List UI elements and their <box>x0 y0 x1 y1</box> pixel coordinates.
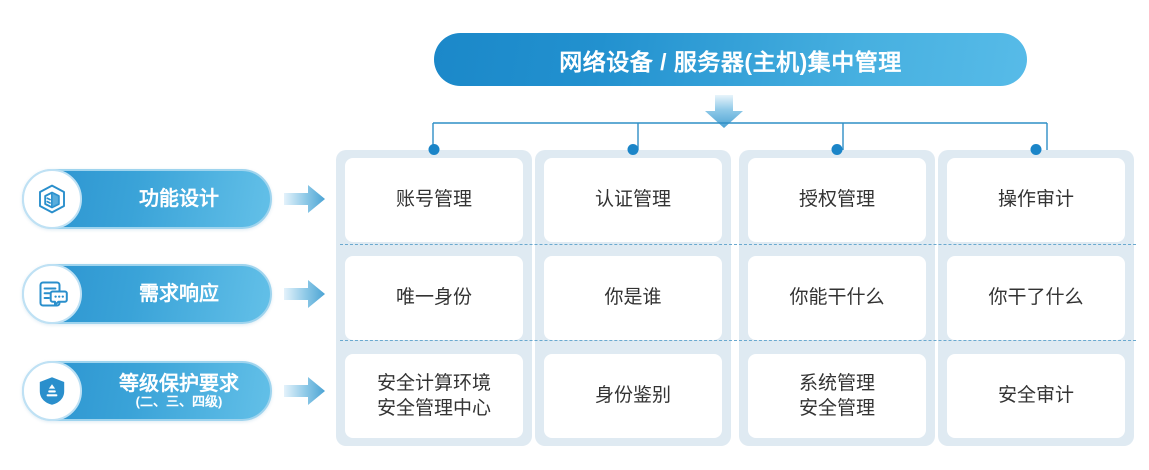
rail-row-demand-response[interactable]: 需求响应 <box>22 263 332 325</box>
matrix-column-authentication: 认证管理 你是谁 身份鉴别 <box>535 144 731 446</box>
rail-pill-text: 需求响应 <box>88 283 270 305</box>
matrix-cell[interactable]: 安全计算环境 安全管理中心 <box>345 354 523 438</box>
rail-pill[interactable]: 功能设计 <box>22 169 272 229</box>
rail-pill-text: 等级保护要求 (二、三、四级) <box>88 373 270 410</box>
matrix-group-gap <box>731 150 739 446</box>
connector-dot <box>1030 144 1042 155</box>
matrix-cell[interactable]: 你干了什么 <box>947 256 1125 340</box>
matrix-group-left: 账号管理 唯一身份 安全计算环境 安全管理中心 <box>336 144 731 446</box>
matrix-cell-text: 操作审计 <box>997 189 1074 211</box>
matrix-cell-text: 你是谁 <box>604 287 662 309</box>
rail-pill-label: 功能设计 <box>139 187 219 210</box>
title-banner-text: 网络设备 / 服务器(主机)集中管理 <box>559 48 902 75</box>
matrix-column-authorization: 授权管理 你能干什么 系统管理 安全管理 <box>739 144 935 446</box>
connector-dot <box>627 144 639 155</box>
matrix-cell[interactable]: 授权管理 <box>748 158 926 242</box>
matrix-cell-text: 你干了什么 <box>988 287 1084 309</box>
right-arrow-icon <box>284 375 326 407</box>
matrix-cell[interactable]: 你是谁 <box>544 256 722 340</box>
capability-matrix: 账号管理 唯一身份 安全计算环境 安全管理中心 <box>336 144 1136 446</box>
matrix-cell-text: 唯一身份 <box>395 287 472 309</box>
matrix-cell-text: 认证管理 <box>594 189 671 211</box>
document-chat-icon <box>22 264 82 324</box>
matrix-cell-text: 系统管理 安全管理 <box>798 372 875 419</box>
rail-row-protection-level[interactable]: 等级保护要求 (二、三、四级) <box>22 360 332 422</box>
matrix-cell[interactable]: 安全审计 <box>947 354 1125 438</box>
right-arrow-icon <box>284 183 326 215</box>
rail-pill-text: 功能设计 <box>88 188 270 210</box>
matrix-cell-text: 授权管理 <box>798 189 875 211</box>
right-arrow-icon <box>284 278 326 310</box>
matrix-cell[interactable]: 系统管理 安全管理 <box>748 354 926 438</box>
matrix-cell-text: 身份鉴别 <box>594 385 671 407</box>
matrix-group-right: 授权管理 你能干什么 系统管理 安全管理 <box>739 144 1134 446</box>
rail-pill[interactable]: 需求响应 <box>22 264 272 324</box>
rail-pill-label: 需求响应 <box>139 282 219 305</box>
matrix-column-account: 账号管理 唯一身份 安全计算环境 安全管理中心 <box>336 144 532 446</box>
matrix-cell-text: 账号管理 <box>395 189 472 211</box>
matrix-cell[interactable]: 账号管理 <box>345 158 523 242</box>
connector-dot <box>428 144 440 155</box>
matrix-cell[interactable]: 认证管理 <box>544 158 722 242</box>
matrix-cell-text: 安全计算环境 安全管理中心 <box>376 372 491 419</box>
matrix-cell-text: 安全审计 <box>997 385 1074 407</box>
matrix-row-separator <box>340 340 1136 341</box>
matrix-cell[interactable]: 你能干什么 <box>748 256 926 340</box>
matrix-cell[interactable]: 身份鉴别 <box>544 354 722 438</box>
matrix-cell[interactable]: 唯一身份 <box>345 256 523 340</box>
matrix-cell-text: 你能干什么 <box>789 287 885 309</box>
matrix-row-separator <box>340 244 1136 245</box>
shield-level-icon <box>22 361 82 421</box>
rail-row-function-design[interactable]: 功能设计 <box>22 168 332 230</box>
rail-pill-sublabel: (二、三、四级) <box>135 393 223 409</box>
title-banner: 网络设备 / 服务器(主机)集中管理 <box>434 33 1027 86</box>
down-arrow-icon <box>702 95 746 129</box>
connector-dot <box>831 144 843 155</box>
rail-pill-label: 等级保护要求 <box>119 372 239 395</box>
matrix-column-audit: 操作审计 你干了什么 安全审计 <box>938 144 1134 446</box>
cube-box-icon <box>22 169 82 229</box>
rail-pill[interactable]: 等级保护要求 (二、三、四级) <box>22 361 272 421</box>
matrix-cell[interactable]: 操作审计 <box>947 158 1125 242</box>
